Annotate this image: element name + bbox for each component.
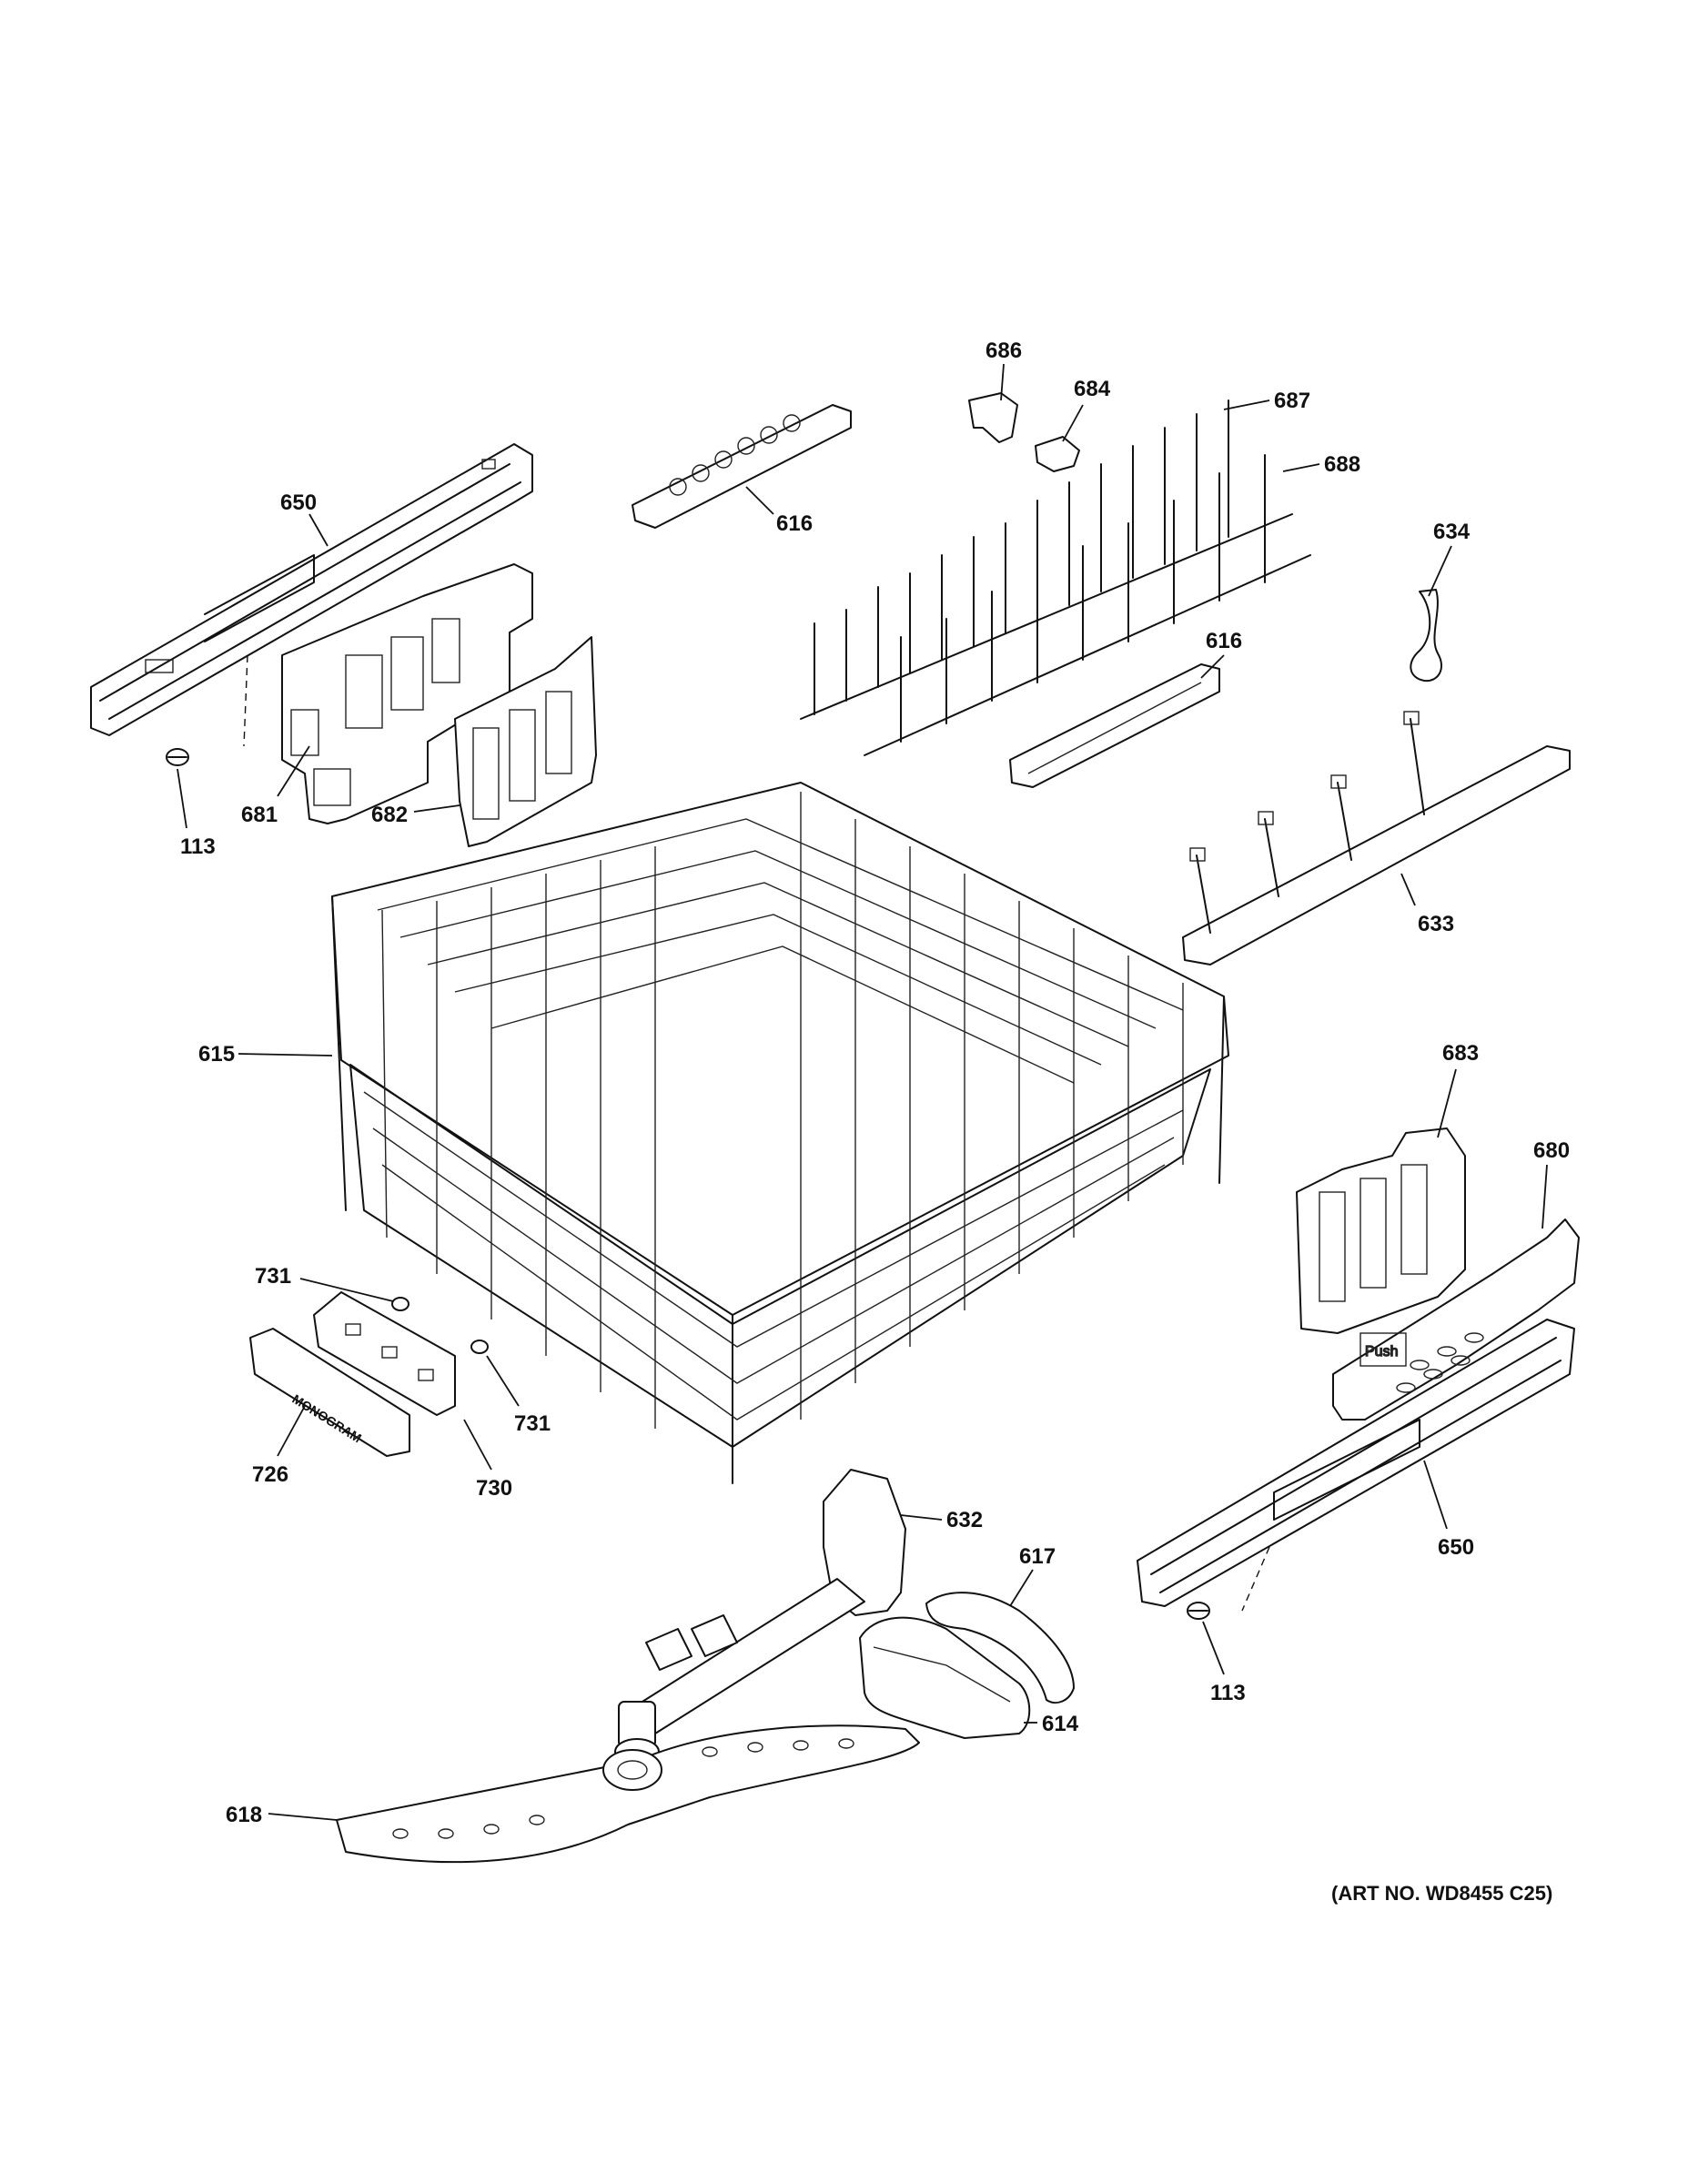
rack-615	[331, 782, 1229, 1484]
callout-731-a: 731	[255, 1264, 291, 1289]
callout-633: 633	[1418, 912, 1454, 936]
tine-row-688	[800, 399, 1311, 756]
rail-650-left	[90, 443, 533, 747]
callout-650-top: 650	[280, 490, 317, 515]
spray-arm-632	[614, 1469, 906, 1765]
rail-650-right	[1137, 1319, 1575, 1612]
callout-113-right: 113	[1210, 1681, 1246, 1705]
adjuster-680: Push	[1332, 1218, 1580, 1421]
conduit-614	[859, 1616, 1031, 1739]
callout-686: 686	[986, 339, 1022, 363]
panel-683	[1296, 1127, 1466, 1334]
callout-617: 617	[1019, 1544, 1056, 1569]
callout-113-left: 113	[180, 834, 216, 859]
screw-113-right	[1187, 1602, 1210, 1620]
callout-614: 614	[1042, 1712, 1079, 1736]
spray-arm-618	[336, 1724, 920, 1864]
leader-lines	[177, 363, 1548, 1821]
art-number: (ART NO. WD8455 C25)	[1331, 1882, 1552, 1905]
tube-617	[925, 1592, 1075, 1704]
bar-633	[1182, 711, 1571, 966]
callout-687: 687	[1274, 389, 1310, 413]
callout-683: 683	[1442, 1041, 1479, 1066]
callout-682: 682	[371, 803, 408, 827]
callout-616-top: 616	[776, 511, 813, 536]
panel-682	[454, 636, 597, 847]
callout-632: 632	[946, 1508, 983, 1532]
bracket-730	[313, 1291, 456, 1416]
screw-731-a	[391, 1297, 409, 1311]
tine-holder-616-top	[632, 404, 852, 529]
callout-634: 634	[1433, 520, 1471, 544]
adjuster-681	[281, 563, 533, 824]
callout-680: 680	[1533, 1138, 1570, 1163]
callout-616-mid: 616	[1206, 629, 1242, 653]
tine-holder-616-mid	[1009, 663, 1220, 788]
callout-688: 688	[1324, 452, 1360, 477]
clip-634	[1410, 589, 1442, 682]
screw-731-b	[470, 1340, 489, 1354]
clip-684	[1035, 436, 1080, 472]
callouts: 686 684 687 688 650 616 634 616 113 681 …	[180, 339, 1570, 1905]
clip-686	[968, 392, 1018, 443]
callout-726: 726	[252, 1462, 288, 1487]
screw-113-left	[166, 748, 189, 766]
callout-615: 615	[198, 1042, 235, 1067]
callout-730: 730	[476, 1476, 512, 1501]
callout-684: 684	[1074, 377, 1111, 401]
push-label: Push	[1365, 1344, 1398, 1360]
callout-731-b: 731	[514, 1411, 551, 1436]
callout-681: 681	[241, 803, 278, 827]
callout-650-right: 650	[1438, 1535, 1474, 1560]
callout-618: 618	[226, 1803, 262, 1827]
